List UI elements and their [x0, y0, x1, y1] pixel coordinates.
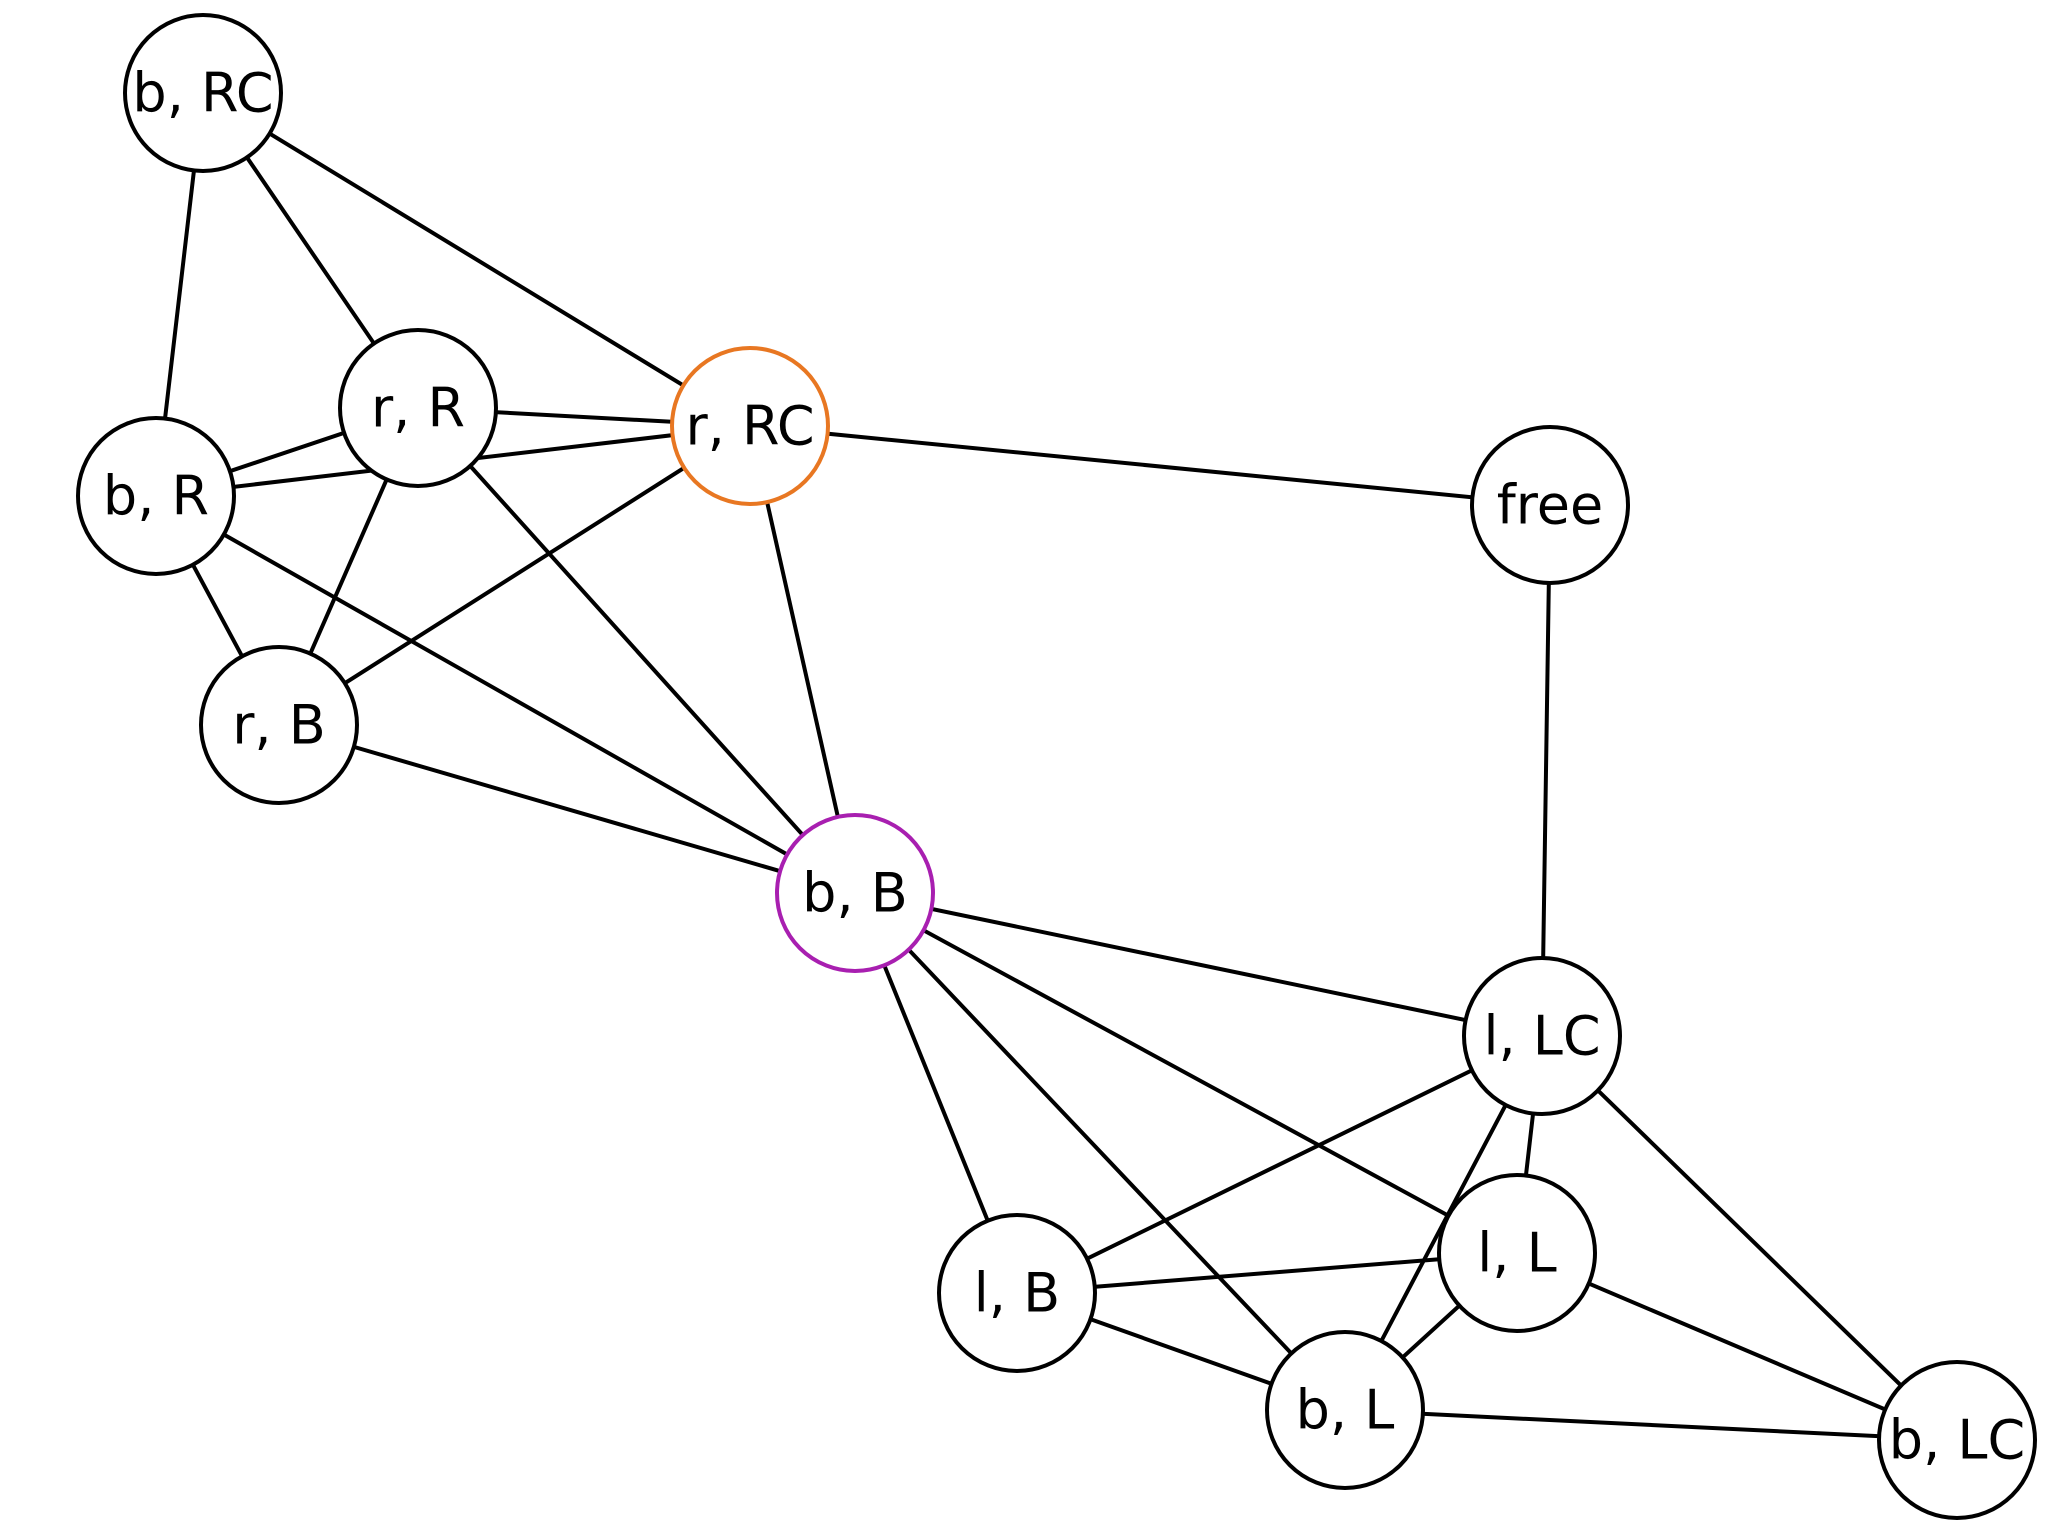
node-label-l-b: l, B: [974, 1262, 1060, 1325]
node-b-lc: b, LC: [1877, 1360, 2037, 1520]
node-circle-l-lc: [1462, 956, 1622, 1116]
node-circle-l-l: [1437, 1173, 1597, 1333]
node-l-lc: l, LC: [1462, 956, 1622, 1116]
node-l-l: l, L: [1437, 1173, 1597, 1333]
edge-b-rc-to-r-rc: [201, 91, 752, 428]
node-r-rc: r, RC: [670, 346, 830, 506]
node-b-r: b, R: [76, 416, 236, 576]
edge-r-b-to-r-rc: [277, 424, 752, 727]
node-b-b: b, B: [775, 813, 935, 973]
node-b-l: b, L: [1265, 1330, 1425, 1490]
node-label-b-r: b, R: [103, 465, 209, 528]
node-circle-r-b: [199, 645, 359, 805]
graph-nodes: b, RC r, R r, RC b, R r, B free b, B l, LC l, L l…: [76, 13, 2037, 1520]
node-label-r-r: r, R: [371, 377, 465, 440]
node-label-b-lc: b, LC: [1889, 1409, 2025, 1472]
edge-r-rc-to-free: [748, 424, 1552, 507]
node-circle-b-lc: [1877, 1360, 2037, 1520]
edge-r-b-to-b-b: [277, 723, 857, 895]
node-free: free: [1470, 425, 1630, 585]
node-b-rc: b, RC: [123, 13, 283, 173]
node-circle-r-r: [338, 328, 498, 488]
edge-r-r-to-b-b: [416, 406, 857, 895]
edge-b-b-to-b-l: [853, 891, 1347, 1412]
node-circle-b-b: [775, 813, 935, 973]
edge-b-b-to-l-l: [853, 891, 1519, 1255]
edge-l-lc-to-b-lc: [1540, 1034, 1959, 1442]
node-label-r-b: r, B: [232, 694, 326, 757]
node-label-free: free: [1497, 474, 1603, 537]
node-label-l-lc: l, LC: [1483, 1005, 1600, 1068]
edge-free-to-l-lc: [1540, 503, 1552, 1038]
node-l-b: l, B: [937, 1213, 1097, 1373]
node-circle-b-rc: [123, 13, 283, 173]
edge-l-lc-to-l-b: [1015, 1034, 1544, 1295]
node-circle-r-rc: [670, 346, 830, 506]
node-label-r-rc: r, RC: [685, 395, 814, 458]
node-circle-b-l: [1265, 1330, 1425, 1490]
node-label-b-rc: b, RC: [132, 62, 273, 125]
edge-l-l-to-l-b: [1015, 1251, 1519, 1295]
node-circle-free: [1470, 425, 1630, 585]
edge-b-b-to-l-lc: [853, 891, 1544, 1038]
edge-b-l-to-b-lc: [1343, 1408, 1959, 1442]
edge-b-r-to-b-b: [154, 494, 857, 895]
node-circle-b-r: [76, 416, 236, 576]
node-label-l-l: l, L: [1477, 1222, 1556, 1285]
node-r-b: r, B: [199, 645, 359, 805]
node-label-b-b: b, B: [802, 862, 908, 925]
node-label-b-l: b, L: [1296, 1379, 1395, 1442]
node-circle-l-b: [937, 1213, 1097, 1373]
node-r-r: r, R: [338, 328, 498, 488]
